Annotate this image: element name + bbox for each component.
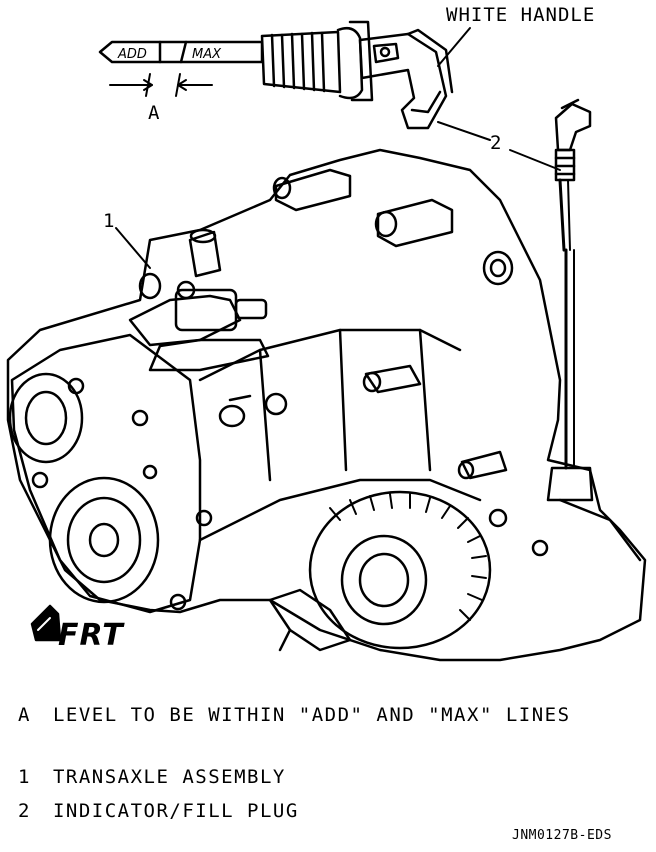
front-direction-icon [30,604,62,642]
level-range-arrows [109,73,213,97]
dipstick-add-label: ADD [117,47,147,62]
installed-fill-plug [437,98,594,502]
white-handle-label: WHITE HANDLE [446,4,596,26]
legend-text: LEVEL TO BE WITHIN "ADD" AND "MAX" LINES [52,704,571,726]
white-handle [358,32,448,130]
figure-code: JNM0127B-EDS [512,828,612,843]
transaxle-diagram: ADD MAX [6,20,647,662]
legend-item-a: A LEVEL TO BE WITHIN "ADD" AND "MAX" LINE… [18,704,571,726]
callout-a-label: A [148,102,161,124]
legend-key: 1 [18,766,31,788]
callout-2-label: 2 [490,132,503,154]
dipstick-detail: ADD MAX [98,20,471,130]
legend-text: TRANSAXLE ASSEMBLY [52,766,286,788]
legend-item-2: 2 INDICATOR/FILL PLUG [18,800,299,822]
transaxle-assembly [6,148,647,662]
callout-1-label: 1 [103,210,116,232]
legend-text: INDICATOR/FILL PLUG [52,800,299,822]
legend-key: 2 [18,800,31,822]
legend-item-1: 1 TRANSAXLE ASSEMBLY [18,766,286,788]
frt-label: FRT [58,618,124,653]
legend-key: A [18,704,31,726]
dipstick-max-label: MAX [192,47,222,62]
